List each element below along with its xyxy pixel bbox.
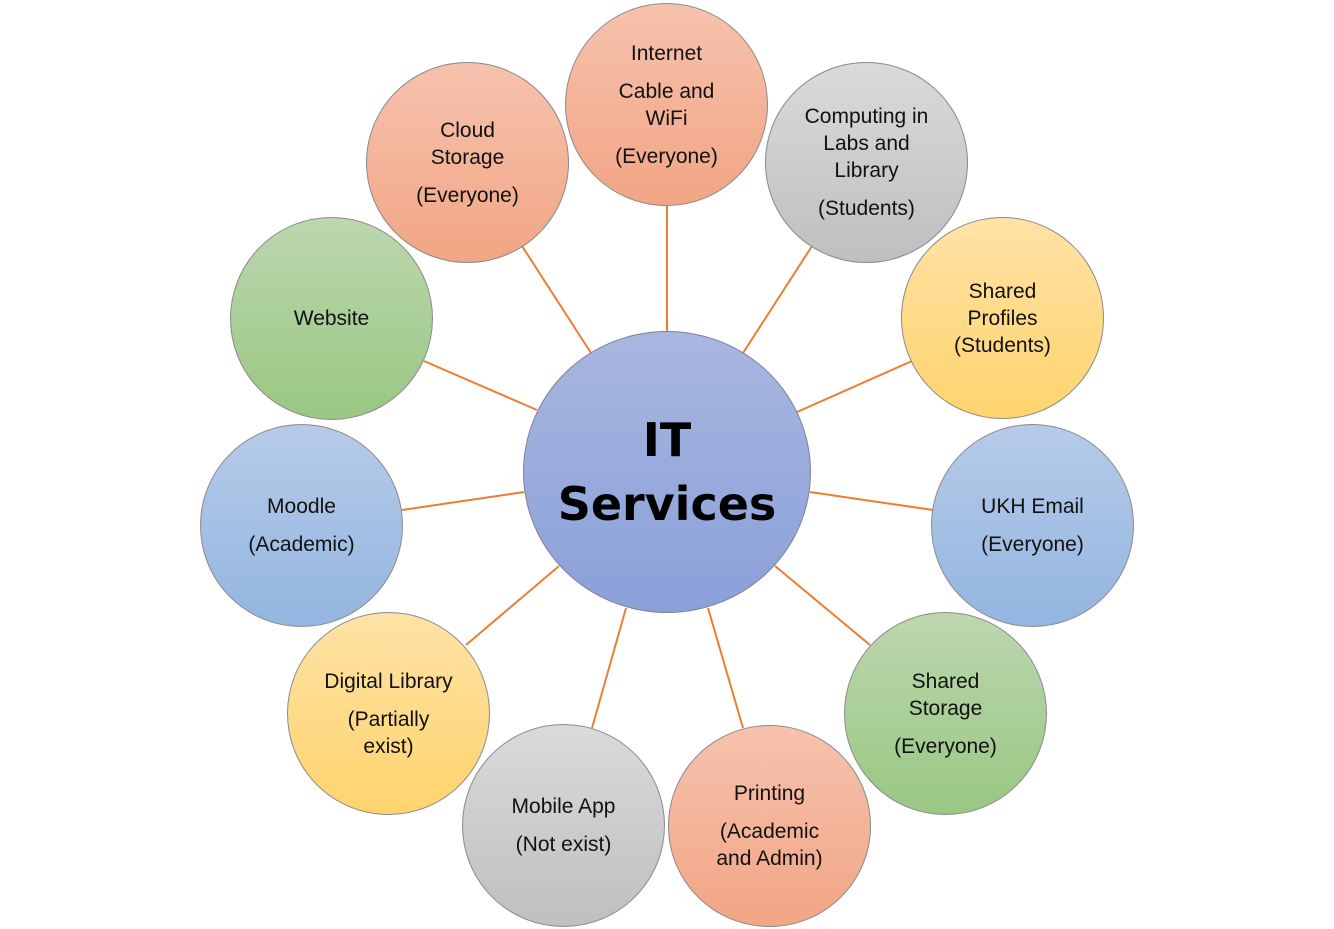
node-shared-storage: Shared Storage (Everyone) bbox=[844, 612, 1047, 815]
connector-printing bbox=[707, 607, 744, 729]
node-cloud-storage-audience: (Everyone) bbox=[416, 183, 519, 207]
connector-website bbox=[423, 360, 538, 411]
node-computing-audience: (Students) bbox=[818, 197, 915, 220]
node-internet-audience: (Everyone) bbox=[615, 144, 718, 168]
connector-mobile-app bbox=[591, 607, 627, 729]
center-hub: IT Services bbox=[523, 331, 811, 613]
node-shared-storage-line2: Storage bbox=[908, 696, 983, 720]
node-mobile-app-audience: (Not exist) bbox=[515, 833, 612, 856]
node-email: UKH Email (Everyone) bbox=[931, 424, 1134, 627]
node-printing-line3: and Admin) bbox=[716, 847, 823, 870]
node-shared-profiles: Shared Profiles (Students) bbox=[901, 217, 1104, 419]
center-hub-line1: IT bbox=[642, 413, 692, 467]
connector-digital-library bbox=[465, 565, 560, 646]
node-digital-library-line3: exist) bbox=[363, 734, 414, 758]
node-shared-storage-line1: Shared bbox=[911, 669, 980, 693]
connector-shared-profiles bbox=[796, 360, 913, 413]
node-moodle-line1: Moodle bbox=[267, 495, 336, 518]
node-internet-line1: Internet bbox=[630, 41, 703, 65]
center-hub-line2: Services bbox=[557, 477, 777, 531]
node-computing: Computing in Labs and Library (Students) bbox=[765, 62, 968, 263]
node-website: Website bbox=[230, 217, 433, 420]
node-email-audience: (Everyone) bbox=[981, 533, 1084, 556]
node-cloud-storage: Cloud Storage (Everyone) bbox=[366, 62, 569, 263]
node-moodle-audience: (Academic) bbox=[248, 533, 355, 556]
node-moodle: Moodle (Academic) bbox=[200, 424, 403, 627]
node-internet-line2: Cable and bbox=[618, 79, 715, 103]
node-mobile-app-line1: Mobile App bbox=[511, 795, 616, 818]
connector-shared-storage bbox=[774, 565, 871, 646]
connector-computing bbox=[742, 245, 813, 354]
node-shared-storage-audience: (Everyone) bbox=[894, 734, 997, 758]
node-shared-profiles-line3: (Students) bbox=[954, 333, 1051, 357]
node-shared-profiles-line2: Profiles bbox=[967, 306, 1038, 330]
node-internet-line3: WiFi bbox=[645, 106, 688, 130]
node-digital-library-line2: (Partially bbox=[347, 707, 430, 731]
node-mobile-app: Mobile App (Not exist) bbox=[462, 724, 665, 927]
node-email-line1: UKH Email bbox=[981, 495, 1084, 518]
node-internet: Internet Cable and WiFi (Everyone) bbox=[565, 3, 768, 206]
node-printing-line2: (Academic bbox=[719, 820, 820, 843]
connector-cloud-storage bbox=[521, 245, 592, 354]
node-printing-line1: Printing bbox=[733, 782, 806, 805]
node-digital-library: Digital Library (Partially exist) bbox=[287, 612, 490, 815]
node-cloud-storage-line1: Cloud bbox=[440, 118, 495, 142]
connector-email bbox=[809, 491, 934, 511]
node-cloud-storage-line2: Storage bbox=[430, 145, 505, 169]
connector-moodle bbox=[401, 491, 525, 511]
node-printing: Printing (Academic and Admin) bbox=[668, 725, 871, 927]
node-computing-line1: Computing in bbox=[804, 105, 929, 128]
node-website-line1: Website bbox=[293, 307, 370, 330]
node-digital-library-line1: Digital Library bbox=[324, 669, 453, 693]
node-computing-line2: Labs and bbox=[823, 132, 910, 155]
node-shared-profiles-line1: Shared bbox=[968, 279, 1037, 303]
node-computing-line3: Library bbox=[834, 159, 899, 182]
